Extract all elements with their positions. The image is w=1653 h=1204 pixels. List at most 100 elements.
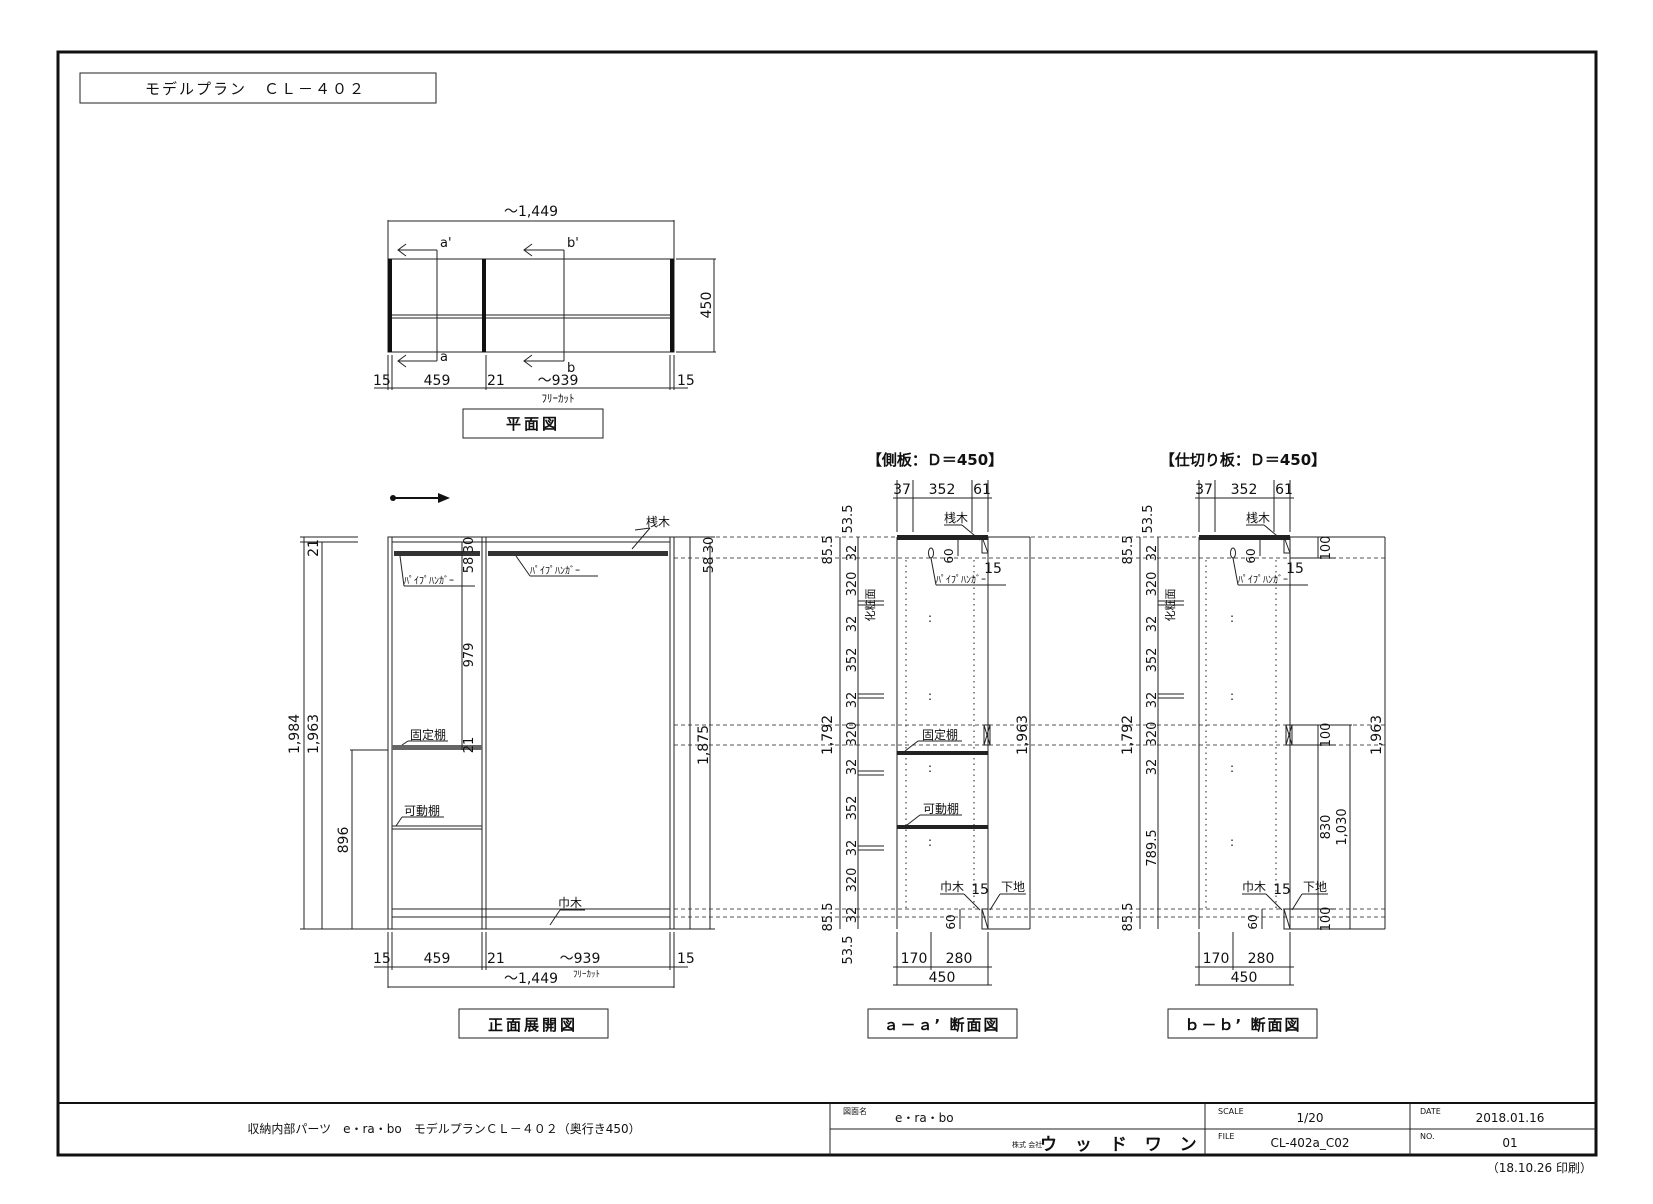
section-b-bottom-total: 450	[1231, 970, 1258, 986]
section-a-left-12: 32	[845, 907, 860, 924]
section-b-right-100-top: 100	[1319, 536, 1334, 561]
tb-company-prefix: 株式 会社	[1012, 1140, 1042, 1149]
section-a-left-8: 32	[845, 759, 860, 776]
tb-date: 2018.01.16	[1476, 1111, 1545, 1125]
section-a-top-61: 61	[973, 482, 991, 498]
section-a-label-habaki: 巾木	[940, 880, 964, 894]
section-a-left-9: 352	[845, 796, 860, 821]
section-b-caption-box	[1167, 1008, 1318, 1039]
plan-dim-15-left: 15	[373, 373, 391, 389]
section-b-left-5: 352	[1145, 648, 1160, 673]
section-a-label-movable-shelf: 可動棚	[923, 801, 959, 816]
section-a-header: 【側板：Ｄ＝450】	[867, 451, 1003, 469]
svg-text::: :	[1230, 689, 1234, 703]
section-a-top-block	[981, 536, 989, 554]
section-a-pipe-mark	[928, 547, 934, 559]
front-caption: 正面展開図	[488, 1016, 578, 1034]
section-a-left-0: 53.5	[841, 505, 856, 534]
section-a-left-1: 85.5	[821, 536, 836, 565]
tb-file: CL-402a_C02	[1270, 1136, 1349, 1150]
front-bottom-dim-459: 459	[424, 951, 451, 967]
front-label-fixed-shelf: 固定棚	[410, 727, 446, 742]
section-a-bottom-total: 450	[929, 970, 956, 986]
section-b-mid-block	[1285, 724, 1293, 746]
section-b-label-sanki: 桟木	[1246, 511, 1270, 525]
tb-no-label: NO.	[1420, 1132, 1435, 1141]
print-note: （18.10.26 印刷）	[1487, 1161, 1592, 1175]
front-bottom-dim-21: 21	[487, 951, 505, 967]
front-dim-896: 896	[336, 827, 352, 854]
front-outline	[387, 536, 675, 930]
section-b-right-100-mid: 100	[1319, 723, 1334, 748]
section-b-left-10: 85.5	[1121, 903, 1136, 932]
section-b-label-pipe-hanger: ﾊﾟｲﾌﾟﾊﾝｶﾞｰ	[1238, 574, 1288, 586]
section-a-left-7: 320	[845, 722, 860, 747]
section-b-top-352: 352	[1231, 482, 1258, 498]
svg-text::: :	[1230, 835, 1234, 849]
front-label-pipe-hanger-right: ﾊﾟｲﾌﾟﾊﾝｶﾞｰ	[530, 565, 580, 577]
front-dim-30-left: 30	[462, 537, 477, 554]
tb-company: ウ ッ ド ワ ン	[1040, 1135, 1203, 1155]
section-b-bottom-170: 170	[1203, 951, 1230, 967]
svg-text::: :	[928, 689, 932, 703]
front-pipe-hanger-left	[394, 551, 480, 556]
section-b-left-9: 789.5	[1145, 829, 1160, 866]
section-b-left-4: 32	[1145, 616, 1160, 633]
direction-arrow	[390, 493, 450, 503]
front-overall-dim: ～1,449	[504, 971, 558, 987]
section-a-label-fixed-shelf: 固定棚	[922, 727, 958, 742]
section-b-left-6: 32	[1145, 692, 1160, 709]
section-b-right-100-bottom: 100	[1319, 907, 1334, 932]
section-b-small-60-bottom: 60	[1246, 914, 1260, 929]
section-a-total-left: 1,792	[820, 715, 836, 755]
section-a-small-60-top: 60	[942, 548, 956, 563]
plan-caption: 平面図	[506, 415, 560, 433]
front-dim-21-shelf: 21	[462, 737, 477, 754]
section-b-label-shitaji: 下地	[1303, 880, 1327, 894]
tb-drawing-name-label: 図面名	[843, 1106, 867, 1116]
front-label-pipe-hanger-left: ﾊﾟｲﾌﾟﾊﾝｶﾞｰ	[404, 575, 454, 587]
section-a-left-3: 320	[845, 572, 860, 597]
svg-text::: :	[1230, 761, 1234, 775]
section-b-total-left: 1,792	[1120, 715, 1136, 755]
plan-partition	[482, 259, 486, 352]
plan-caption-box	[462, 408, 604, 439]
section-a-mid-block	[983, 724, 991, 746]
front-pipe-hanger-right	[488, 551, 668, 556]
front-bottom-dim-15-left: 15	[373, 951, 391, 967]
section-b-header: 【仕切り板：Ｄ＝450】	[1160, 451, 1326, 469]
section-a-sanki	[897, 535, 988, 540]
section-b-small-60-top: 60	[1244, 548, 1258, 563]
section-b-bottom-280: 280	[1248, 951, 1275, 967]
svg-text::: :	[928, 611, 932, 625]
section-a-bottom-280: 280	[946, 951, 973, 967]
svg-text::: :	[928, 761, 932, 775]
plan-section-a-top: a'	[440, 236, 452, 251]
section-a-left-5: 352	[845, 648, 860, 673]
section-a-view: 【側板：Ｄ＝450】 37 352 61 :	[820, 451, 1031, 1039]
section-b-left-2: 32	[1145, 545, 1160, 562]
section-b-right-1963: 1,963	[1369, 715, 1385, 755]
plan-side-right	[670, 259, 674, 352]
section-a-label-shitaji: 下地	[1001, 880, 1025, 894]
section-b-label-habaki: 巾木	[1242, 880, 1266, 894]
tb-date-label: DATE	[1420, 1107, 1441, 1116]
front-dim-1984: 1,984	[287, 714, 303, 754]
section-b-top-37: 37	[1195, 482, 1213, 498]
plan-depth-dim: 450	[699, 292, 715, 319]
section-a-movable-shelf	[897, 825, 988, 829]
section-b-top-61: 61	[1275, 482, 1293, 498]
section-a-caption-box	[867, 1008, 1018, 1039]
tb-scale: 1/20	[1297, 1111, 1324, 1125]
section-a-label-sanki: 桟木	[944, 511, 968, 525]
section-a-left-4: 32	[845, 616, 860, 633]
section-a-caption: ａ－ａ’ 断面図	[884, 1016, 1001, 1034]
plan-side-left	[388, 259, 392, 352]
front-label-movable-shelf: 可動棚	[404, 803, 440, 818]
sheet-frame	[56, 50, 1598, 1157]
section-b-left-7: 320	[1145, 722, 1160, 747]
plan-dim-459: 459	[424, 373, 451, 389]
front-fixed-shelf	[392, 745, 482, 750]
plan-section-b-top: b'	[567, 236, 579, 251]
